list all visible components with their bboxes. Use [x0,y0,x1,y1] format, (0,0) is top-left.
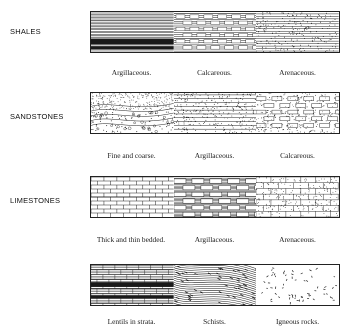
calcareous-sandstone-pattern [256,93,339,133]
pattern-row-other [90,264,340,306]
group-label-sandstones: SANDSTONES [10,112,64,121]
caption-igneous-rocks: Igneous rocks. [256,317,339,326]
pattern-row-limestones [90,176,340,218]
group-label-shales: SHALES [10,27,41,36]
lentils-in-strata-pattern [91,265,174,305]
caption-schists: Schists. [173,317,256,326]
igneous-rocks-pattern [256,265,339,305]
caption-sandstone-argillaceous: Argillaceous. [173,151,256,160]
group-label-limestones: LIMESTONES [10,196,60,205]
caption-limestone-argillaceous: Argillaceous. [173,235,256,244]
caption-sandstone-fine-coarse: Fine and coarse. [90,151,173,160]
arenaceous-shale-pattern [256,12,339,52]
pattern-row-shales [90,11,340,53]
argillaceous-sandstone-pattern [174,93,257,133]
pattern-row-sandstones [90,92,340,134]
caption-shale-arenaceous: Arenaceous. [256,68,339,77]
arenaceous-limestone-pattern [256,177,339,217]
caption-lentils-in-strata: Lentils in strata. [90,317,173,326]
calcareous-shale-pattern [174,12,257,52]
caption-shale-argillaceous: Argillaceous. [90,68,173,77]
caption-shale-calcareous: Calcareous. [173,68,256,77]
argillaceous-shale-pattern [91,12,174,52]
caption-limestone-bedded: Thick and thin bedded. [76,235,186,244]
bedded-limestone-pattern [91,177,174,217]
argillaceous-limestone-pattern [174,177,257,217]
caption-sandstone-calcareous: Calcareous. [256,151,339,160]
schists-pattern [174,265,257,305]
caption-limestone-arenaceous: Arenaceous. [256,235,339,244]
fine-coarse-sandstone-pattern [91,93,174,133]
